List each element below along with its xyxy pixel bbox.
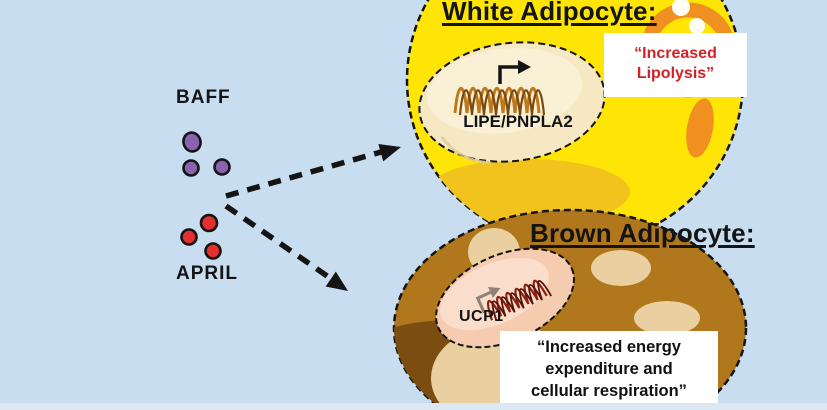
april-dot (204, 242, 222, 260)
baff-dot (182, 159, 200, 177)
lipolysis-callout: “Increased Lipolysis” (604, 33, 747, 97)
dna-helix-icon (486, 279, 552, 321)
energy-callout-line3: cellular respiration” (531, 382, 687, 400)
brown-adipocyte-title: Brown Adipocyte: (530, 218, 755, 248)
lipolysis-callout-line2: Lipolysis” (636, 65, 715, 82)
energy-callout-line2: expenditure and (545, 360, 673, 378)
energy-callout: “Increased energy expenditure and cellul… (500, 331, 718, 403)
dashed-arrow-to-white-adipocyte (225, 144, 401, 199)
energy-callout-line1: “Increased energy (537, 338, 681, 356)
lipid-droplet-streak (686, 98, 714, 158)
tan-spot (634, 301, 700, 335)
april-dot (199, 213, 219, 233)
transcription-start-arrow-icon (498, 60, 531, 84)
slide-bottom-strip (0, 403, 827, 410)
lipe-pnpla2-label: LIPE/PNPLA2 (463, 112, 573, 131)
april-molecule-dots (180, 213, 222, 260)
droplet-highlight (689, 18, 705, 34)
baff-label: BAFF (176, 87, 231, 108)
nucleus-shadow (426, 159, 630, 225)
droplet-highlight (672, 0, 690, 16)
lipolysis-callout-line1: “Increased (634, 45, 717, 62)
baff-molecule-dots (182, 131, 231, 177)
april-dot (180, 228, 198, 246)
ucp1-label: UCP1 (459, 308, 504, 325)
tan-spot (591, 250, 651, 286)
april-label: APRIL (176, 263, 238, 284)
baff-dot (182, 131, 202, 153)
white-adipocyte-title: White Adipocyte: (442, 0, 657, 26)
transcription-start-arrow-icon (475, 286, 501, 314)
baff-dot (213, 158, 231, 176)
dna-helix-icon (453, 87, 546, 116)
dashed-arrow-to-brown-adipocyte (224, 203, 348, 291)
nucleus-fold-line (440, 135, 492, 165)
